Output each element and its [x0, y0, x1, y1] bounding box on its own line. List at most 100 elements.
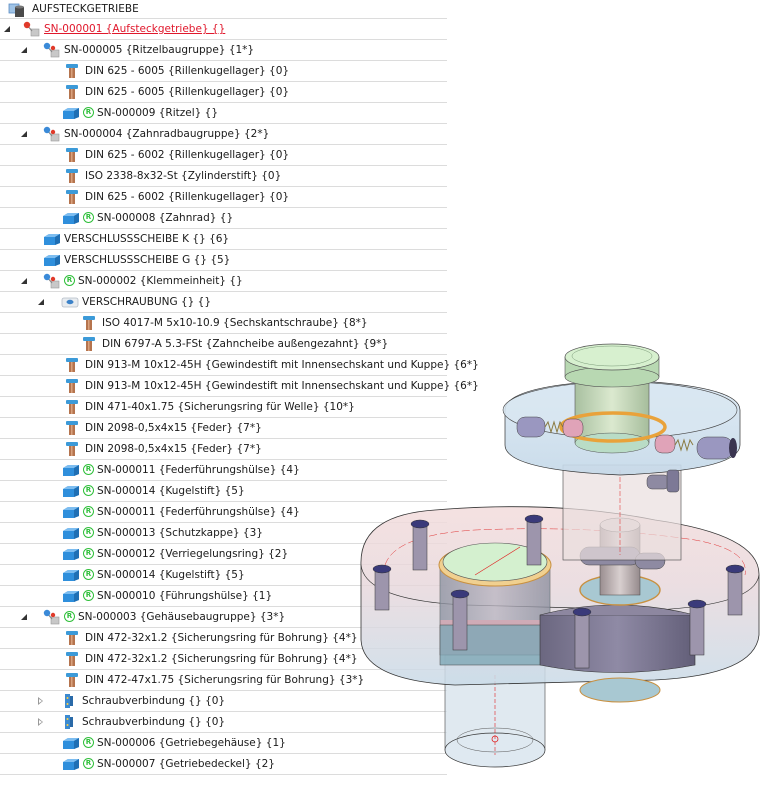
- tree-row-label: SN-000006 {Getriebegehäuse} {1}: [97, 737, 286, 749]
- tree-row[interactable]: DIN 2098-0,5x4x15 {Feder} {7*}: [0, 418, 447, 439]
- tree-row-label: Schraubverbindung {} {0}: [82, 716, 226, 728]
- collapse-toggle-icon[interactable]: [3, 25, 11, 33]
- part-block-icon: [61, 462, 79, 478]
- tree-row-label: DIN 2098-0,5x4x15 {Feder} {7*}: [85, 443, 262, 455]
- part-block-icon: [61, 504, 79, 520]
- expand-toggle-icon[interactable]: [37, 718, 45, 726]
- tree-row-label: DIN 913-M 10x12-45H {Gewindestift mit In…: [85, 359, 479, 371]
- collapse-toggle-icon[interactable]: [20, 130, 28, 138]
- expand-toggle-icon[interactable]: [37, 697, 45, 705]
- tree-row-label: SN-000003 {Gehäusebaugruppe} {3*}: [78, 611, 286, 623]
- tree-row[interactable]: DIN 625 - 6005 {Rillenkugellager} {0}: [0, 61, 447, 82]
- tree-row[interactable]: Schraubverbindung {} {0}: [0, 691, 447, 712]
- tree-row[interactable]: DIN 2098-0,5x4x15 {Feder} {7*}: [0, 439, 447, 460]
- collapse-toggle-icon[interactable]: [20, 277, 28, 285]
- bolted-joint-group-icon: [60, 294, 79, 310]
- tree-row[interactable]: VERSCHLUSSSCHEIBE K {} {6}: [0, 229, 447, 250]
- tree-row[interactable]: DIN 472-32x1.2 {Sicherungsring für Bohru…: [0, 628, 447, 649]
- model-root-icon: [8, 2, 26, 18]
- 3d-model-viewport[interactable]: [355, 335, 763, 807]
- part-block-icon: [61, 210, 79, 226]
- part-block-icon: [61, 735, 79, 751]
- tree-row-label: VERSCHLUSSSCHEIBE K {} {6}: [64, 233, 230, 245]
- released-status-badge: R: [83, 527, 94, 538]
- tree-row[interactable]: DIN 472-32x1.2 {Sicherungsring für Bohru…: [0, 649, 447, 670]
- released-status-badge: R: [64, 611, 75, 622]
- tree-row-label: DIN 6797-A 5.3-FSt {Zahncheibe außengeza…: [102, 338, 389, 350]
- tree-row[interactable]: DIN 625 - 6005 {Rillenkugellager} {0}: [0, 82, 447, 103]
- tree-row[interactable]: DIN 625 - 6002 {Rillenkugellager} {0}: [0, 145, 447, 166]
- tree-row[interactable]: DIN 913-M 10x12-45H {Gewindestift mit In…: [0, 376, 479, 397]
- standard-part-icon: [63, 84, 81, 100]
- tree-row[interactable]: VERSCHLUSSSCHEIBE G {} {5}: [0, 250, 447, 271]
- tree-row[interactable]: DIN 6797-A 5.3-FSt {Zahncheibe außengeza…: [0, 334, 447, 355]
- tree-row-label: DIN 625 - 6002 {Rillenkugellager} {0}: [85, 191, 290, 203]
- tree-row-label: DIN 471-40x1.75 {Sicherungsring für Well…: [85, 401, 355, 413]
- tree-row-label: VERSCHRAUBUNG {} {}: [82, 296, 212, 308]
- released-status-badge: R: [64, 275, 75, 286]
- collapse-toggle-icon[interactable]: [20, 46, 28, 54]
- released-status-badge: R: [83, 590, 94, 601]
- tree-row-label: SN-000001 {Aufsteckgetriebe} {}: [44, 23, 226, 35]
- tree-row[interactable]: DIN 472-47x1.75 {Sicherungsring für Bohr…: [0, 670, 447, 691]
- collapse-toggle-icon[interactable]: [37, 298, 45, 306]
- released-status-badge: R: [83, 737, 94, 748]
- assembly-blue-icon: [42, 42, 60, 58]
- tree-row[interactable]: AUFSTECKGETRIEBE: [0, 0, 447, 19]
- standard-part-icon: [80, 336, 98, 352]
- released-status-badge: R: [83, 569, 94, 580]
- tree-row-label: SN-000012 {Verriegelungsring} {2}: [97, 548, 289, 560]
- tree-row-label: ISO 4017-M 5x10-10.9 {Sechskantschraube}…: [102, 317, 368, 329]
- standard-part-icon: [63, 630, 81, 646]
- tree-row[interactable]: Schraubverbindung {} {0}: [0, 712, 447, 733]
- standard-part-icon: [63, 63, 81, 79]
- structure-tree: AUFSTECKGETRIEBE SN-000001 {Aufsteckgetri…: [0, 0, 479, 775]
- part-block-icon: [61, 756, 79, 772]
- tree-row-label: DIN 625 - 6002 {Rillenkugellager} {0}: [85, 149, 290, 161]
- part-block-icon: [61, 588, 79, 604]
- standard-part-icon: [63, 189, 81, 205]
- tree-row-label: DIN 2098-0,5x4x15 {Feder} {7*}: [85, 422, 262, 434]
- tree-row[interactable]: DIN 471-40x1.75 {Sicherungsring für Well…: [0, 397, 447, 418]
- tree-row[interactable]: SN-000005 {Ritzelbaugruppe} {1*}: [0, 40, 447, 61]
- standard-part-icon: [63, 357, 81, 373]
- tree-row[interactable]: DIN 625 - 6002 {Rillenkugellager} {0}: [0, 187, 447, 208]
- tree-row[interactable]: VERSCHRAUBUNG {} {}: [0, 292, 447, 313]
- assembly-red-icon: [22, 21, 40, 37]
- tree-row-label: DIN 625 - 6005 {Rillenkugellager} {0}: [85, 65, 290, 77]
- collapse-toggle-icon[interactable]: [20, 613, 28, 621]
- tree-row-label: Schraubverbindung {} {0}: [82, 695, 226, 707]
- released-status-badge: R: [83, 548, 94, 559]
- tree-row-label: SN-000008 {Zahnrad} {}: [97, 212, 234, 224]
- released-status-badge: R: [83, 506, 94, 517]
- tree-row[interactable]: ISO 4017-M 5x10-10.9 {Sechskantschraube}…: [0, 313, 447, 334]
- standard-part-icon: [63, 378, 81, 394]
- part-block-icon: [61, 546, 79, 562]
- tree-row[interactable]: DIN 913-M 10x12-45H {Gewindestift mit In…: [0, 355, 479, 376]
- tree-row[interactable]: ISO 2338-8x32-St {Zylinderstift} {0}: [0, 166, 447, 187]
- assembly-blue-icon: [42, 126, 60, 142]
- released-status-badge: R: [83, 107, 94, 118]
- tree-row[interactable]: SN-000001 {Aufsteckgetriebe} {}: [0, 19, 447, 40]
- part-block-icon: [61, 483, 79, 499]
- tree-row-label: ISO 2338-8x32-St {Zylinderstift} {0}: [85, 170, 282, 182]
- housing-bolts: [372, 514, 745, 669]
- tree-row-label: DIN 472-32x1.2 {Sicherungsring für Bohru…: [85, 653, 358, 665]
- tree-row-label: DIN 472-32x1.2 {Sicherungsring für Bohru…: [85, 632, 358, 644]
- tree-row-label: DIN 472-47x1.75 {Sicherungsring für Bohr…: [85, 674, 365, 686]
- released-status-badge: R: [83, 485, 94, 496]
- tree-row[interactable]: SN-000004 {Zahnradbaugruppe} {2*}: [0, 124, 447, 145]
